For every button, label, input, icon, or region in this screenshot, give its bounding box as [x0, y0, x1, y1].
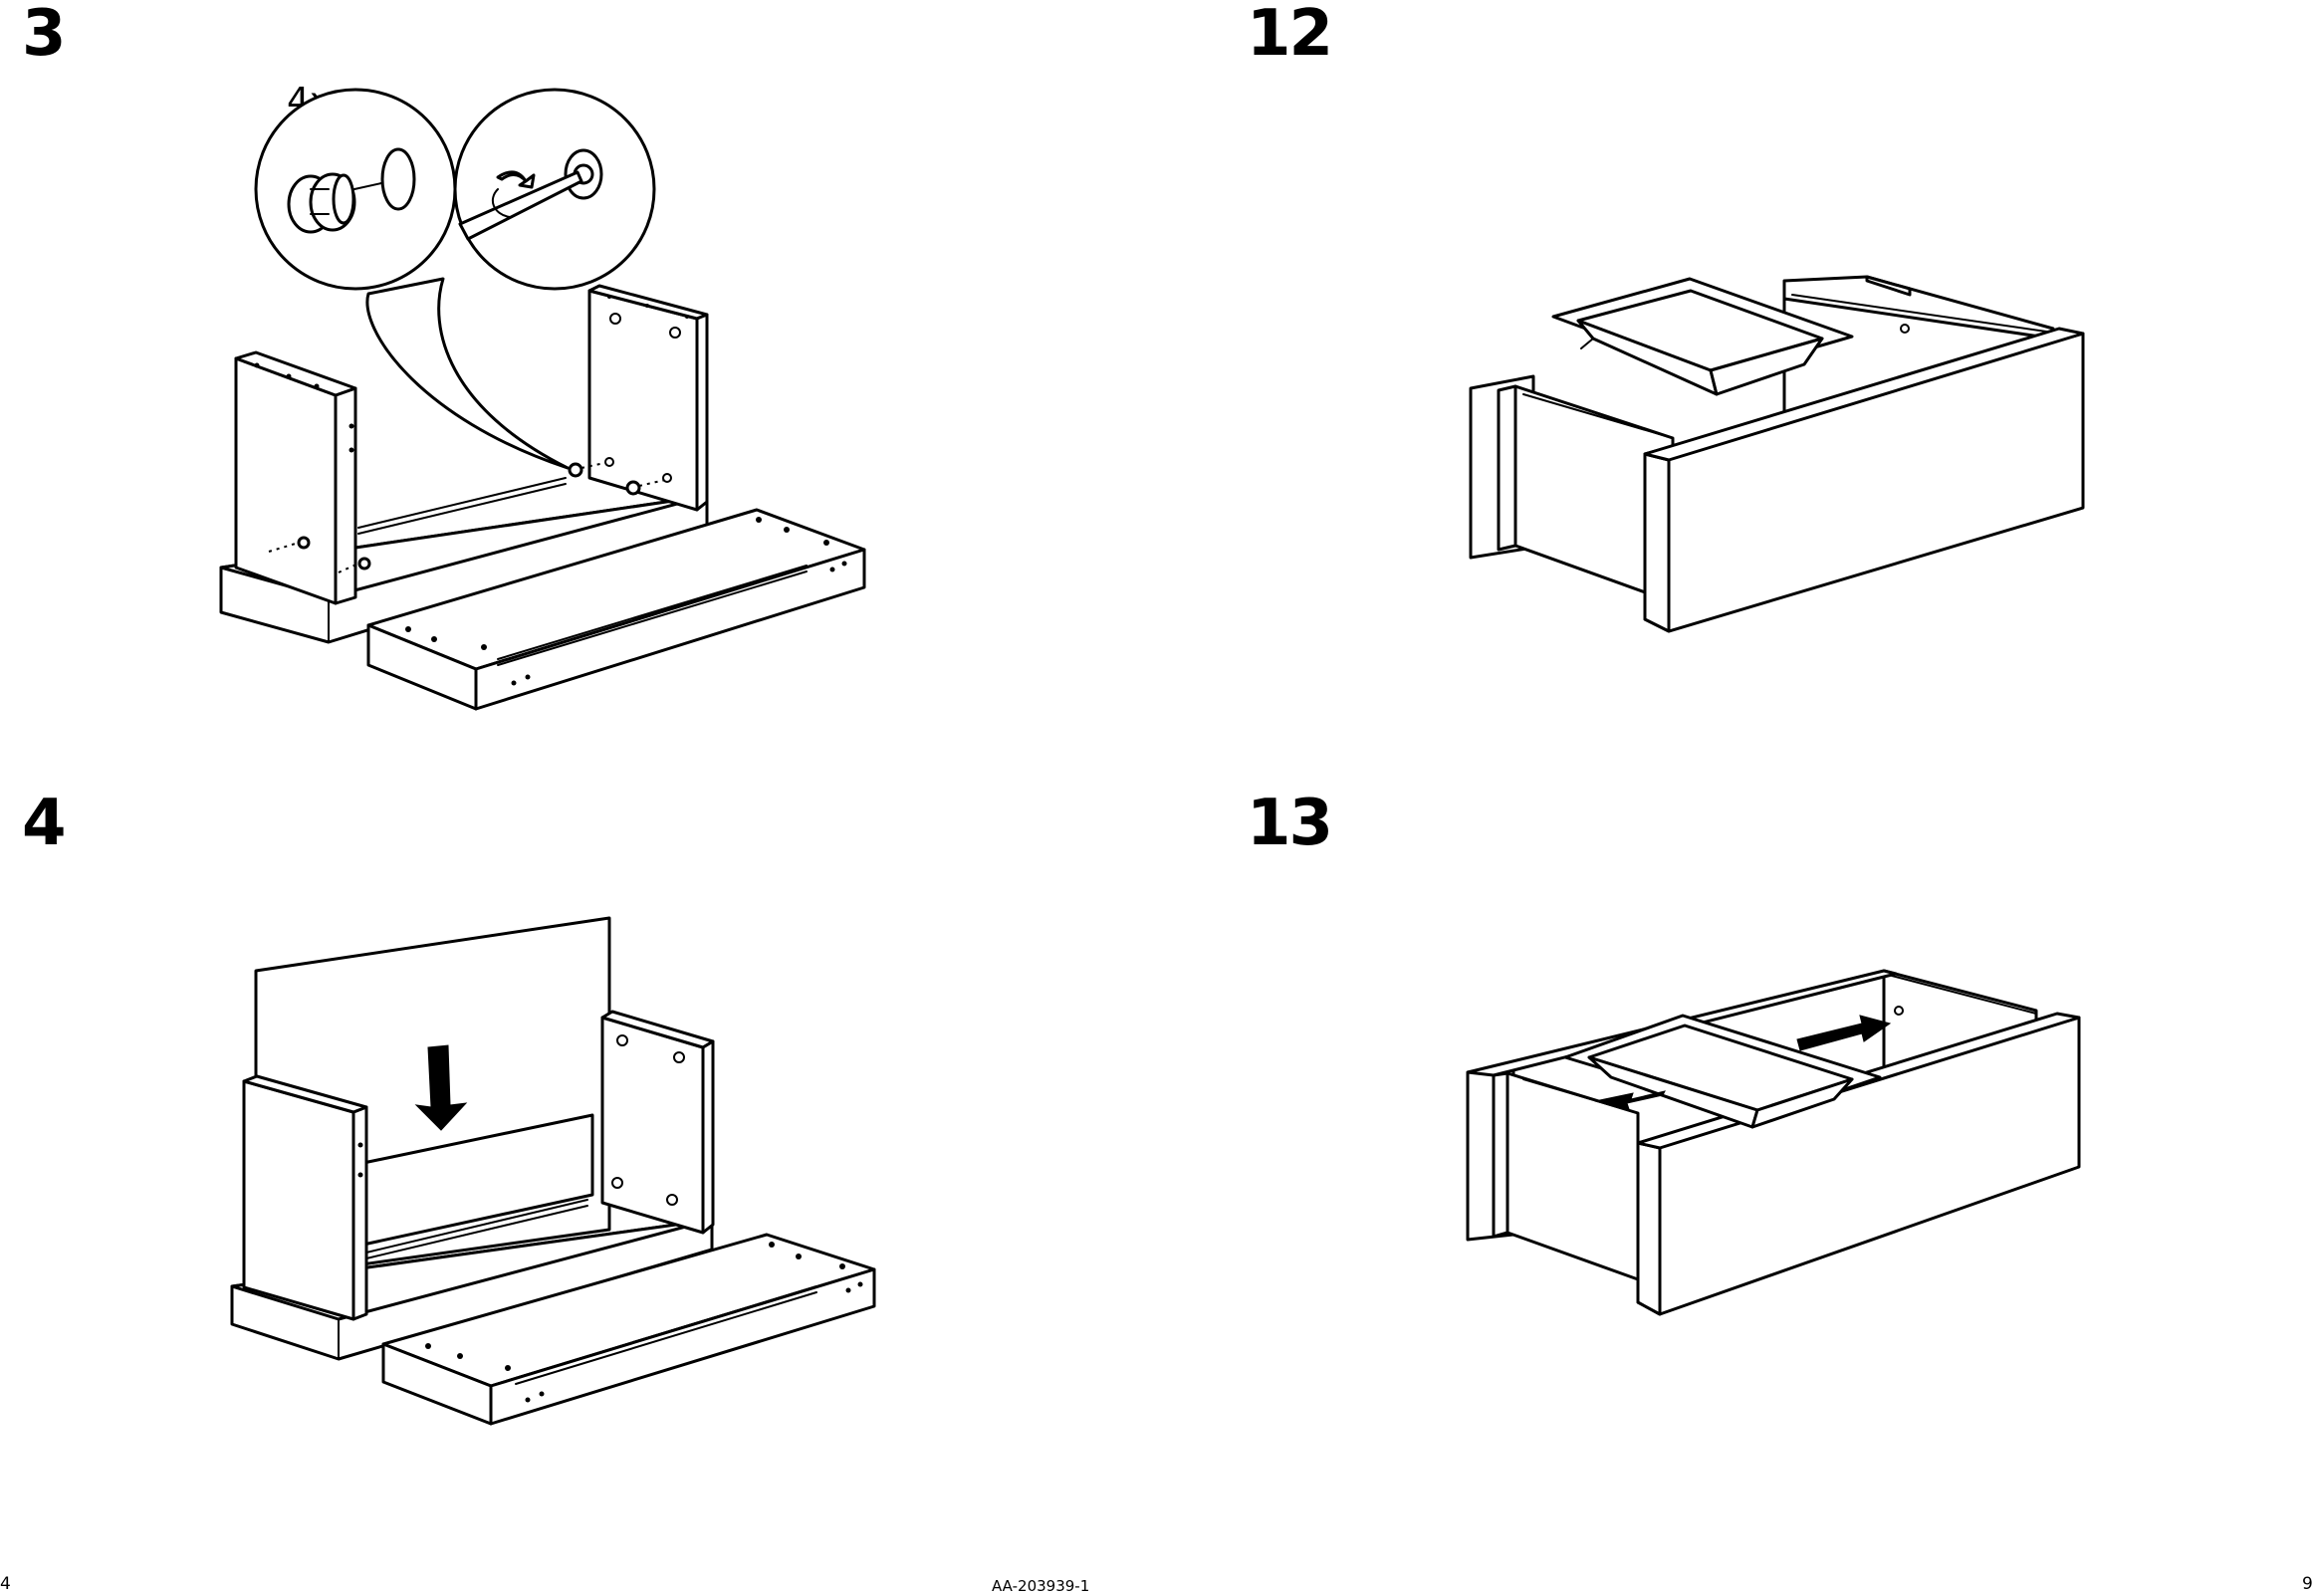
step-4-base-board [232, 1200, 712, 1359]
step-number-13: 13 [1247, 792, 1331, 855]
step-3-front-board [368, 510, 864, 709]
right-page-number: 9 [2302, 1576, 2313, 1593]
step-12-drawer-frame [1471, 277, 2083, 631]
step-3-base-board [221, 496, 707, 642]
step-12-tray [1553, 279, 1852, 394]
step-4-back-board [256, 918, 609, 1279]
step-4-front-board [383, 1235, 874, 1424]
step-number-3: 3 [22, 2, 65, 66]
step-3-right-panel [589, 286, 707, 510]
step-13-arrow-back [1797, 1016, 1890, 1050]
step-number-4: 4 [22, 792, 65, 855]
step-13-drawer-frame [1468, 971, 2079, 1314]
left-page-number: 4 [0, 1576, 11, 1593]
document-code: AA-203939-1 [992, 1579, 1089, 1594]
step-13-arrow-front [1595, 1091, 1665, 1109]
step-3-quantity-label: 4x [287, 84, 331, 119]
step-3-detail-callout [256, 90, 654, 468]
step-4-left-panel [244, 1076, 366, 1319]
step-13-tray [1565, 1016, 1880, 1127]
step-4-right-panel [602, 1012, 713, 1233]
step-3-cam-fittings [269, 458, 671, 572]
step-3-left-panel [236, 352, 355, 603]
step-4-down-arrow [416, 1045, 466, 1130]
step-number-12: 12 [1247, 2, 1331, 66]
